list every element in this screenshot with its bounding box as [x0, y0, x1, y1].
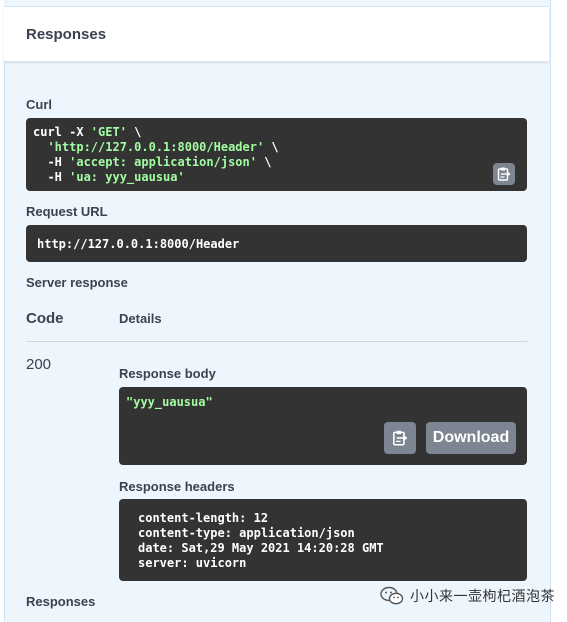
curl-line-4: -H 'ua: yyy_uausua' [33, 170, 185, 184]
responses-header: Responses [4, 7, 549, 62]
watermark-text: 小小来一壶枸杞酒泡茶 [410, 588, 555, 604]
request-url-block: http://127.0.0.1:8000/Header [26, 225, 527, 262]
curl-line-3: -H 'accept: application/json' \ [33, 155, 272, 169]
response-body-copy-button[interactable] [384, 422, 416, 454]
response-headers-block: content-length: 12 content-type: applica… [119, 499, 527, 581]
responses-footer-label: Responses [26, 594, 96, 609]
details-column-header: Details [119, 311, 162, 326]
clipboard-icon [497, 167, 511, 181]
server-response-label: Server response [26, 275, 128, 290]
curl-label: Curl [26, 97, 52, 112]
curl-copy-button[interactable] [493, 163, 515, 185]
response-header-line: date: Sat,29 May 2021 14:20:28 GMT [138, 541, 384, 555]
curl-line-1: curl -X 'GET' \ [33, 125, 142, 139]
response-header-line: content-length: 12 [138, 511, 269, 525]
response-body-label: Response body [119, 366, 216, 381]
clipboard-icon [393, 430, 408, 446]
request-url-value: http://127.0.0.1:8000/Header [37, 237, 240, 251]
response-body-value: "yyy_uausua" [126, 395, 213, 409]
top-strip [4, 0, 549, 7]
watermark: 小小来一壶枸杞酒泡茶 [380, 586, 555, 606]
response-header-line: content-type: application/json [138, 526, 355, 540]
response-header-line: server: uvicorn [138, 556, 247, 570]
response-headers-label: Response headers [119, 479, 235, 494]
request-url-label: Request URL [26, 204, 108, 219]
curl-line-2: 'http://127.0.0.1:8000/Header' \ [47, 140, 279, 154]
status-code: 200 [26, 356, 52, 373]
responses-title: Responses [26, 26, 107, 43]
code-column-header: Code [26, 310, 64, 327]
curl-code-block: curl -X 'GET' \ 'http://127.0.0.1:8000/H… [26, 118, 527, 191]
download-button[interactable]: Download [426, 422, 516, 454]
wechat-icon [380, 586, 404, 605]
table-divider [26, 341, 527, 342]
